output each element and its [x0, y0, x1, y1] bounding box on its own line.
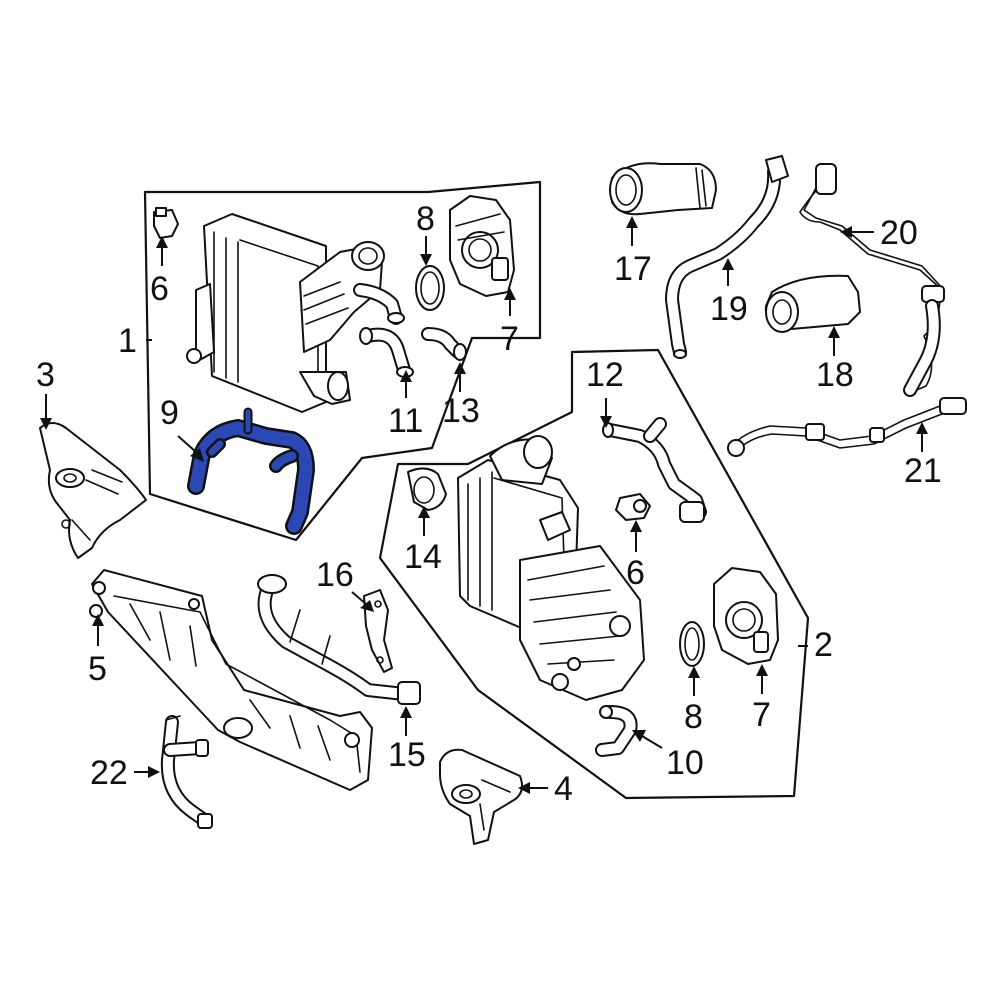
engine-mount-right[interactable]	[439, 748, 523, 845]
callout-4: 4	[554, 770, 573, 808]
callout-19: 19	[710, 290, 748, 328]
callout-13: 13	[442, 392, 480, 430]
callout-8a: 8	[416, 200, 435, 238]
hose-12[interactable]	[602, 417, 707, 523]
callout-21: 21	[904, 452, 942, 490]
breather-hose[interactable]	[665, 155, 789, 359]
callout-2: 2	[814, 626, 833, 664]
seal-ring-2[interactable]	[679, 621, 705, 667]
intercooler-1[interactable]	[186, 213, 385, 413]
hose-11[interactable]	[359, 327, 414, 378]
callout-5: 5	[88, 650, 107, 688]
intercooler-2[interactable]	[457, 435, 645, 701]
assembly-1-boundary	[143, 180, 542, 542]
callout-12: 12	[586, 356, 624, 394]
callout-14: 14	[404, 538, 442, 576]
callout-labels: 1 2 3 4 5 6 6 7 7 8 8 9 10 11 12 13 14 1…	[36, 200, 942, 808]
seal-ring-1[interactable]	[415, 265, 445, 311]
callout-16: 16	[316, 556, 354, 594]
coolant-pipe-fitting[interactable]	[160, 715, 213, 829]
coolant-pipe-highlighted[interactable]	[187, 407, 315, 535]
callout-9: 9	[160, 394, 179, 432]
callout-8b: 8	[684, 698, 703, 736]
callout-11: 11	[388, 402, 423, 440]
leader-lines	[40, 216, 928, 794]
hose-14[interactable]	[407, 467, 447, 511]
callout-6b: 6	[626, 554, 645, 592]
outlet-hose-1[interactable]	[353, 283, 405, 325]
callout-1: 1	[118, 322, 137, 360]
callout-7a: 7	[500, 320, 519, 358]
air-filter-element[interactable]	[764, 274, 861, 333]
callout-3: 3	[36, 356, 55, 394]
callout-22: 22	[90, 754, 128, 792]
throttle-body-2[interactable]	[713, 567, 779, 665]
vent-line-21[interactable]	[727, 397, 967, 457]
vent-line-20[interactable]	[799, 163, 945, 397]
callout-6a: 6	[150, 270, 169, 308]
callout-7b: 7	[752, 696, 771, 734]
hose-13[interactable]	[421, 327, 467, 361]
intake-hose[interactable]	[609, 162, 717, 216]
throttle-body-1[interactable]	[449, 195, 515, 297]
callout-10: 10	[666, 744, 704, 782]
callout-18: 18	[816, 356, 854, 394]
crossmember[interactable]	[89, 569, 373, 791]
hose-10[interactable]	[595, 705, 638, 757]
pressure-sensor-1[interactable]	[153, 207, 179, 239]
charge-air-pipe[interactable]	[257, 574, 421, 705]
engine-mount-left[interactable]	[39, 422, 147, 559]
callout-17: 17	[614, 250, 652, 288]
pressure-sensor-2[interactable]	[615, 493, 651, 521]
callout-20: 20	[880, 214, 918, 252]
callout-15: 15	[388, 736, 426, 774]
